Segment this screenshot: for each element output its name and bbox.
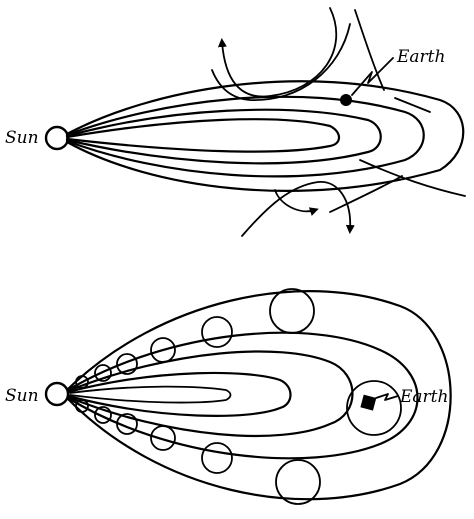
bottom-panel: Sun Earth [5, 289, 451, 504]
bottom-plasmoid-earth [347, 381, 401, 435]
top-earth-pointer [352, 58, 393, 95]
top-earth-marker [340, 94, 352, 106]
bottom-plasmoid-lower-4 [151, 426, 175, 450]
bottom-sun-circle [46, 383, 68, 405]
bottom-plasmoid-lower-6 [276, 460, 320, 504]
bottom-field-loop-inner [70, 387, 231, 403]
top-lower-crossing-line-3 [330, 176, 402, 212]
top-field-loop-4 [67, 119, 339, 151]
bottom-earth-label: Earth [399, 387, 448, 407]
top-sun-label: Sun [5, 128, 39, 148]
top-earth-label: Earth [396, 47, 445, 67]
bottom-sun-label: Sun [5, 386, 39, 406]
top-panel: Sun Earth [5, 8, 465, 236]
top-lower-crossing-line-2 [275, 190, 315, 211]
bottom-earth-pointer [376, 394, 398, 400]
bottom-outer-envelope [68, 291, 451, 499]
bottom-plasmoid-lower-5 [202, 443, 232, 473]
bottom-field-loop-3 [68, 352, 353, 436]
top-upper-crossing-line-1 [222, 8, 336, 97]
top-sun-circle [46, 127, 68, 149]
bottom-earth-marker [360, 395, 376, 411]
bottom-plasmoid-upper-6 [270, 289, 314, 333]
bottom-plasmoid-upper-5 [202, 317, 232, 347]
